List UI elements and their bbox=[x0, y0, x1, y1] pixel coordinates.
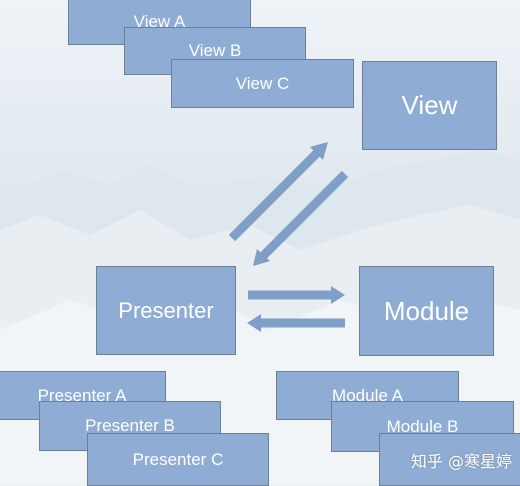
view-a-label: View A bbox=[133, 11, 186, 31]
presenter-label: Presenter bbox=[118, 297, 214, 323]
module-a-label: Module A bbox=[332, 385, 403, 405]
presenter-c-label: Presenter C bbox=[132, 449, 224, 469]
module-label: Module bbox=[383, 295, 470, 326]
presenter-b-label: Presenter B bbox=[85, 416, 175, 435]
view-box: View bbox=[362, 61, 497, 150]
module-box: Module bbox=[359, 266, 494, 356]
view-c-box: View C bbox=[171, 59, 354, 108]
view-label: View bbox=[401, 90, 458, 120]
presenter-a-label: Presenter A bbox=[37, 385, 127, 405]
module-b-label: Module B bbox=[386, 416, 459, 436]
module-c-box bbox=[379, 433, 520, 486]
watermark: 知乎 @寒星婷 bbox=[410, 452, 512, 471]
view-c-label: View C bbox=[235, 73, 290, 93]
presenter-c-box: Presenter C bbox=[87, 433, 269, 486]
presenter-box: Presenter bbox=[96, 266, 236, 355]
view-b-label: View B bbox=[188, 41, 242, 60]
